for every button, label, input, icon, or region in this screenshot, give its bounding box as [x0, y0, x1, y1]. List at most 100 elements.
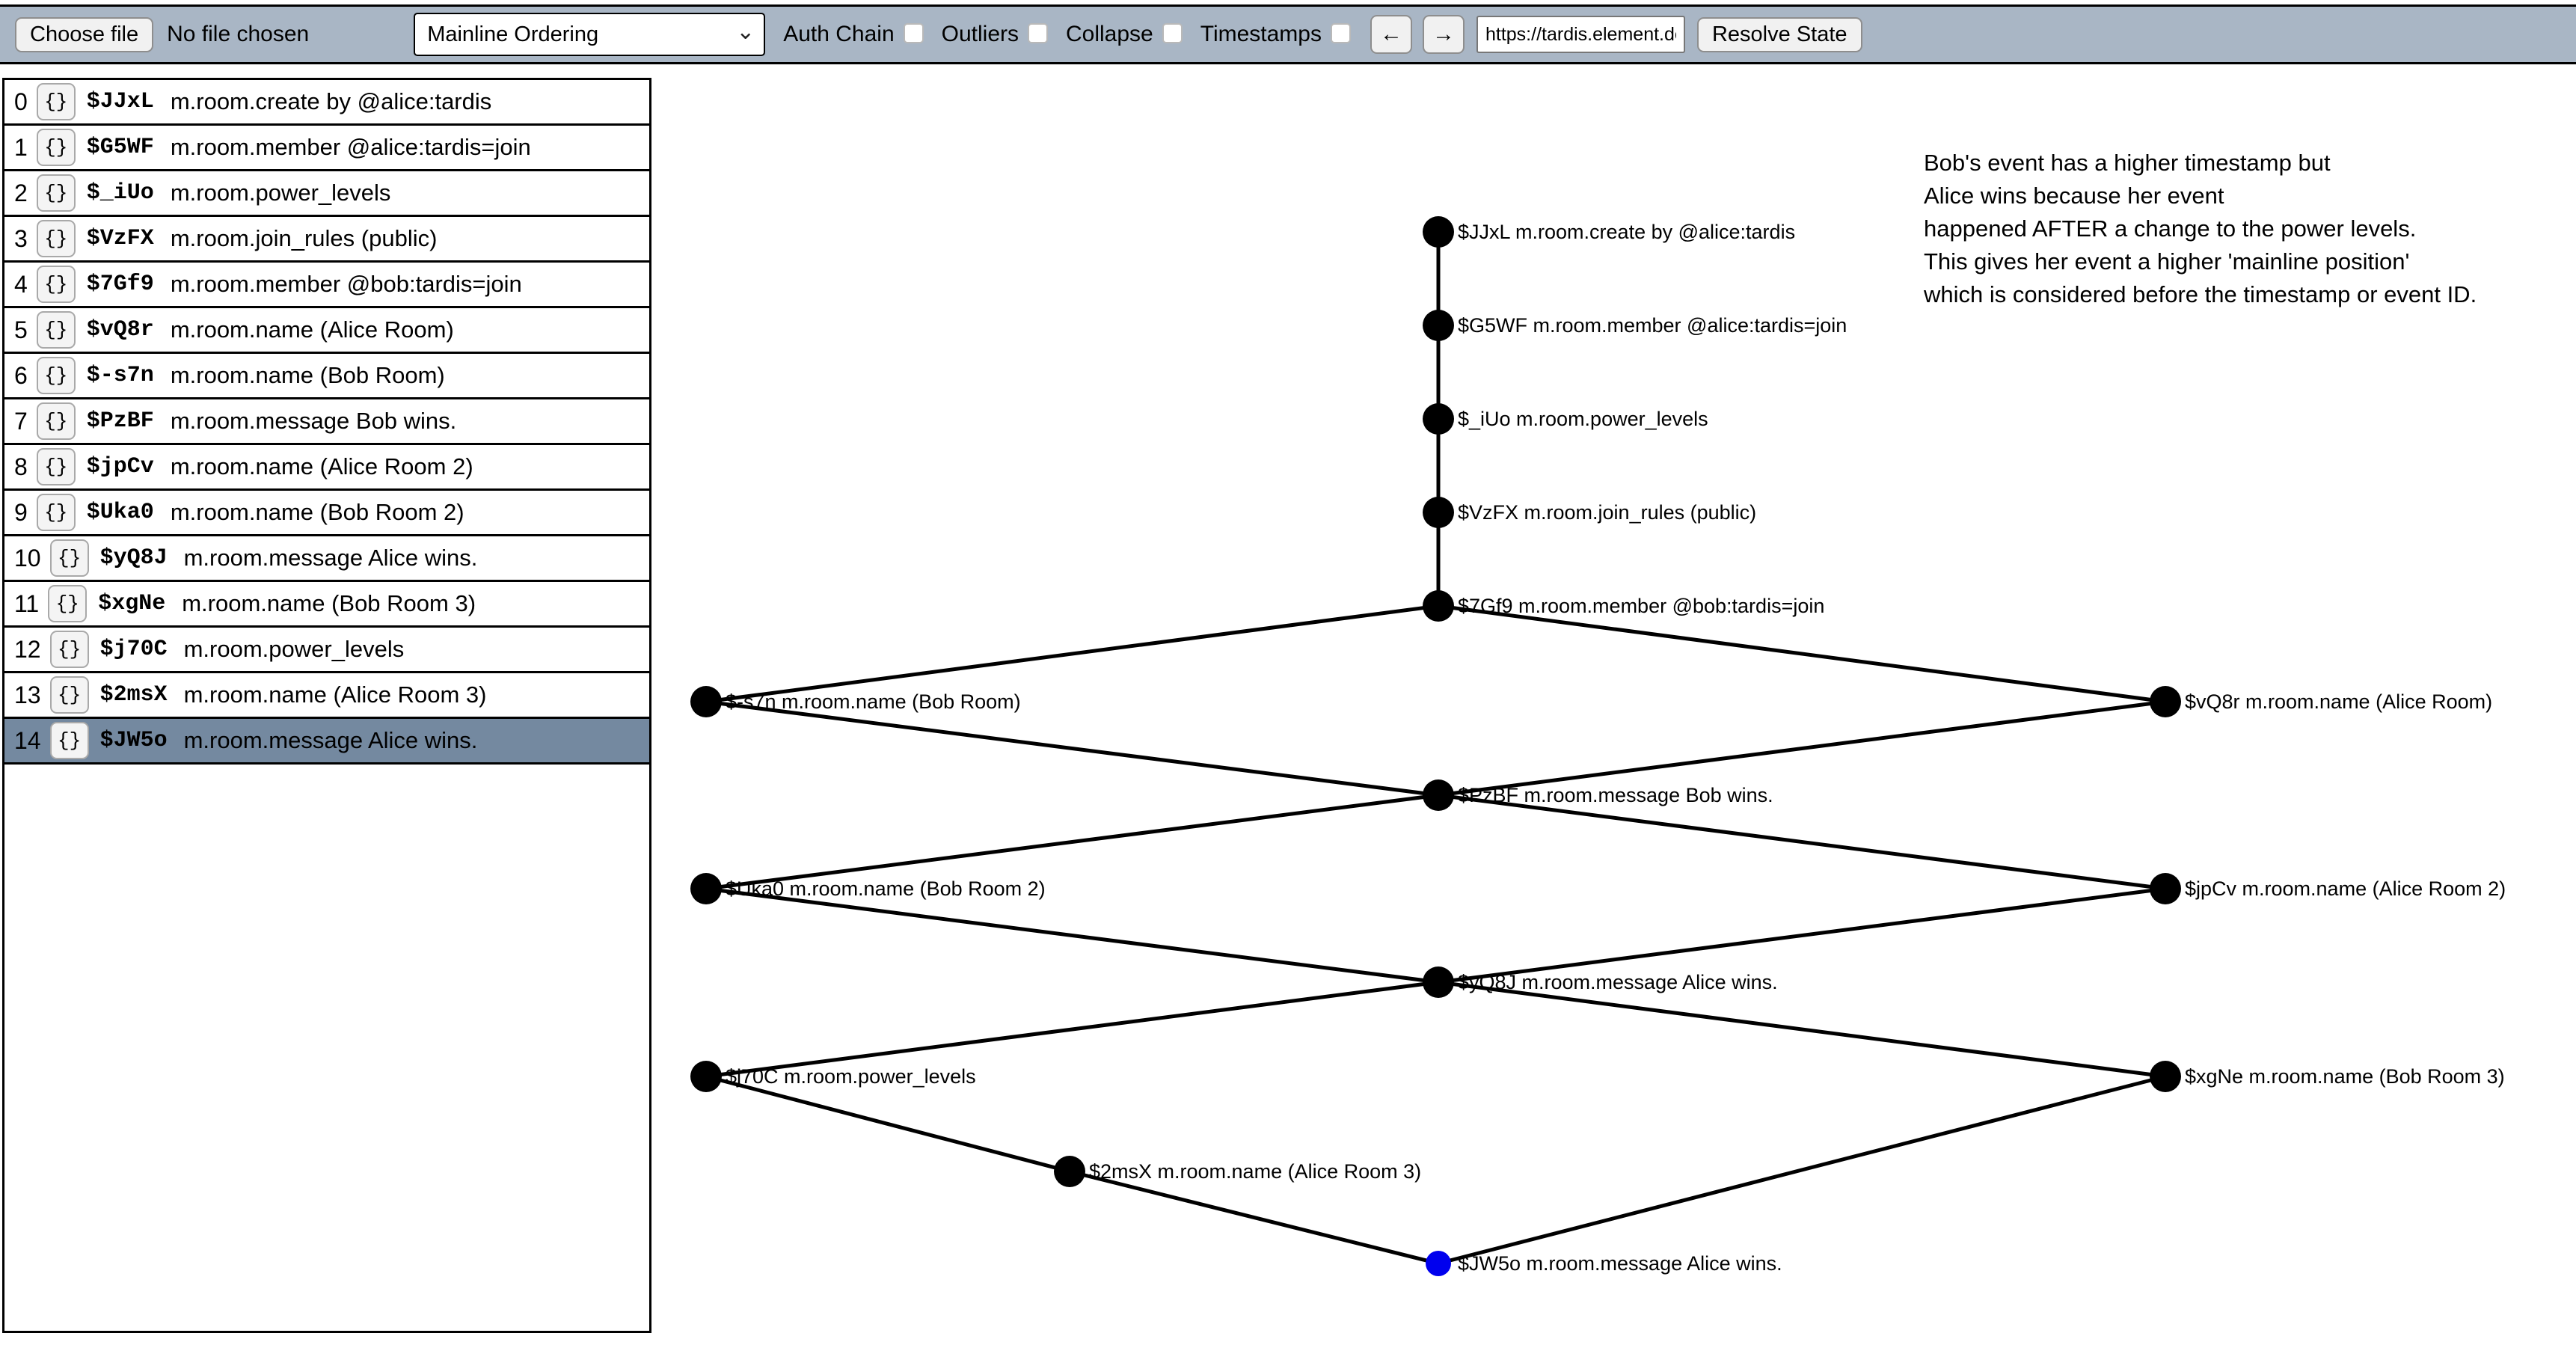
event-description: m.room.join_rules (public)	[170, 225, 438, 251]
event-json-button[interactable]: {}	[36, 83, 76, 120]
event-id: $JW5o	[99, 728, 168, 753]
dag-edge	[1438, 793, 2166, 891]
dag-edge	[1069, 1169, 1439, 1266]
event-row-index: 1	[14, 133, 28, 161]
event-row-index: 13	[14, 681, 41, 708]
step-back-button[interactable]: ←	[1370, 15, 1412, 54]
dag-node[interactable]	[1423, 779, 1454, 811]
outliers-checkbox[interactable]	[1028, 22, 1048, 43]
dag-edge	[705, 604, 1439, 704]
dag-node[interactable]	[1423, 310, 1454, 341]
event-json-button[interactable]: {}	[36, 220, 76, 257]
event-id: $xgNe	[98, 591, 166, 616]
ordering-select[interactable]: Mainline Ordering	[414, 13, 766, 56]
event-row-index: 4	[14, 270, 28, 298]
event-id: $G5WF	[86, 135, 154, 160]
event-json-button[interactable]: {}	[49, 722, 89, 759]
event-row[interactable]: 4 {} $7Gf9 m.room.member @bob:tardis=join	[4, 263, 649, 308]
dag-edge	[705, 793, 1439, 891]
resolve-state-button[interactable]: Resolve State	[1696, 16, 1862, 52]
event-description: m.room.message Alice wins.	[183, 545, 478, 571]
event-row-index: 14	[14, 726, 41, 754]
event-json-button[interactable]: {}	[36, 311, 76, 349]
event-id: $yQ8J	[99, 545, 168, 571]
dag-edge	[1438, 980, 2166, 1079]
event-json-button[interactable]: {}	[49, 539, 89, 577]
event-json-button[interactable]: {}	[36, 266, 76, 303]
dag-node[interactable]	[1423, 216, 1454, 248]
event-id: $VzFX	[86, 226, 154, 251]
dag-node-label: $vQ8r m.room.name (Alice Room)	[2185, 690, 2492, 713]
event-id: $PzBF	[86, 408, 154, 434]
annotation-line: Bob's event has a higher timestamp but	[1924, 150, 2331, 176]
event-row-index: 0	[14, 88, 28, 115]
event-json-button[interactable]: {}	[36, 494, 76, 531]
dag-node[interactable]	[1423, 590, 1454, 622]
event-row[interactable]: 14 {} $JW5o m.room.message Alice wins.	[4, 719, 649, 765]
choose-file-button[interactable]: Choose file	[15, 16, 154, 52]
timestamps-checkbox[interactable]	[1330, 22, 1351, 43]
dag-node-label: $j70C m.room.power_levels	[726, 1065, 976, 1088]
dag-node[interactable]	[690, 1061, 722, 1092]
dag-node[interactable]	[1423, 497, 1454, 528]
event-description: m.room.message Alice wins.	[183, 727, 478, 753]
ordering-select-wrap: Mainline Ordering ⌄	[414, 13, 766, 56]
dag-node-label: $G5WF m.room.member @alice:tardis=join	[1458, 314, 1847, 337]
annotation-line: which is considered before the timestamp…	[1924, 281, 2477, 307]
dag-node-label: $PzBF m.room.message Bob wins.	[1458, 784, 1773, 806]
dag-node-label: $JJxL m.room.create by @alice:tardis	[1458, 221, 1795, 243]
event-description: m.room.name (Bob Room 3)	[182, 590, 476, 616]
dag-node-label: $VzFX m.room.join_rules (public)	[1458, 501, 1756, 524]
event-row[interactable]: 3 {} $VzFX m.room.join_rules (public)	[4, 217, 649, 263]
collapse-checkbox[interactable]	[1162, 22, 1183, 43]
event-json-button[interactable]: {}	[36, 174, 76, 212]
event-row-index: 5	[14, 316, 28, 343]
dag-node[interactable]	[2150, 1061, 2181, 1092]
dag-node[interactable]	[2150, 686, 2181, 717]
dag-node-label: $Uka0 m.room.name (Bob Room 2)	[726, 877, 1046, 900]
server-url-input[interactable]	[1476, 16, 1685, 53]
auth-chain-checkbox[interactable]	[903, 22, 924, 43]
event-json-button[interactable]: {}	[36, 448, 76, 485]
dag-node[interactable]	[1423, 966, 1454, 998]
dag-edge	[705, 699, 1439, 797]
event-json-button[interactable]: {}	[48, 585, 88, 622]
event-json-button[interactable]: {}	[36, 402, 76, 440]
dag-node-label: $7Gf9 m.room.member @bob:tardis=join	[1458, 595, 1824, 617]
event-row-index: 3	[14, 224, 28, 252]
event-description: m.room.power_levels	[170, 180, 391, 206]
dag-node[interactable]	[1423, 403, 1454, 435]
dag-node[interactable]	[2150, 873, 2181, 904]
event-json-button[interactable]: {}	[36, 129, 76, 166]
event-json-button[interactable]: {}	[49, 631, 89, 668]
toolbar: Choose file No file chosen Mainline Orde…	[0, 4, 2576, 64]
event-json-button[interactable]: {}	[36, 357, 76, 394]
dag-node-label: $jpCv m.room.name (Alice Room 2)	[2185, 877, 2506, 900]
dag-node[interactable]	[690, 686, 722, 717]
event-row-index: 6	[14, 361, 28, 389]
event-id: $7Gf9	[86, 272, 154, 297]
event-id: $jpCv	[86, 454, 154, 480]
dag-node[interactable]	[1054, 1156, 1085, 1187]
event-description: m.room.member @bob:tardis=join	[170, 271, 522, 297]
annotation-line: happened AFTER a change to the power lev…	[1924, 215, 2417, 242]
event-description: m.room.name (Alice Room 2)	[170, 453, 473, 480]
dag-node[interactable]	[690, 873, 722, 904]
dag-node[interactable]	[1426, 1251, 1451, 1276]
step-forward-button[interactable]: →	[1422, 15, 1465, 54]
event-json-button[interactable]: {}	[49, 676, 89, 714]
